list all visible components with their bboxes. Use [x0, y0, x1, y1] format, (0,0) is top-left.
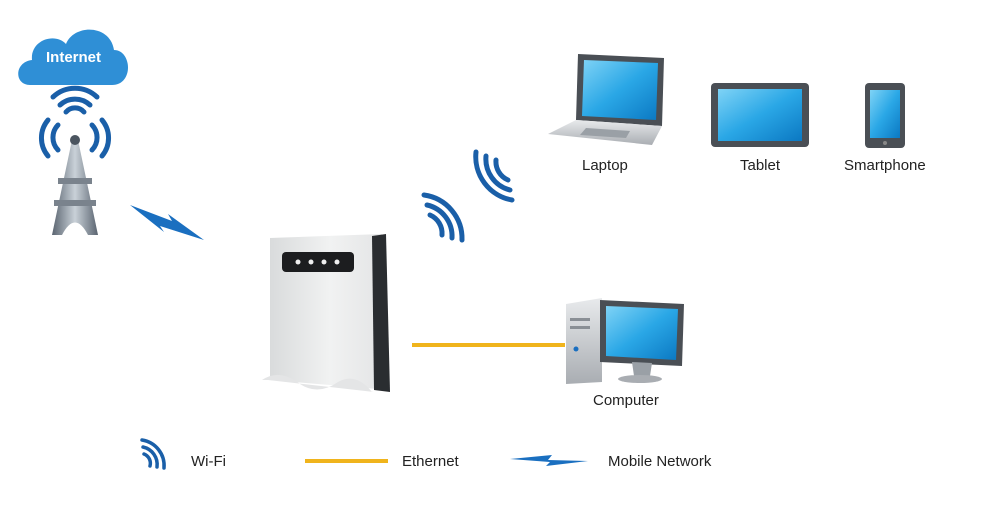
laptop-icon — [548, 54, 664, 145]
smartphone-icon — [865, 83, 905, 148]
legend-ethernet-label: Ethernet — [402, 453, 459, 470]
cloud-label: Internet — [46, 49, 102, 66]
legend-mobile-label: Mobile Network — [608, 453, 712, 470]
router-icon — [262, 234, 390, 392]
tower-radio-waves — [39, 85, 111, 159]
desktop-computer-icon — [566, 298, 684, 384]
computer-label: Computer — [593, 392, 659, 409]
laptop-label: Laptop — [582, 157, 628, 174]
legend-mobile-bolt — [510, 455, 588, 466]
cell-tower-icon — [52, 135, 98, 235]
tablet-icon — [711, 83, 809, 147]
wifi-waves-devices — [473, 149, 515, 203]
smartphone-label: Smartphone — [844, 157, 926, 174]
legend-wifi-icon — [140, 438, 166, 470]
wifi-waves-router — [421, 192, 465, 243]
tablet-label: Tablet — [740, 157, 781, 174]
cloud-icon — [18, 29, 128, 85]
legend-wifi-label: Wi-Fi — [191, 453, 226, 470]
mobile-network-link — [130, 205, 204, 240]
